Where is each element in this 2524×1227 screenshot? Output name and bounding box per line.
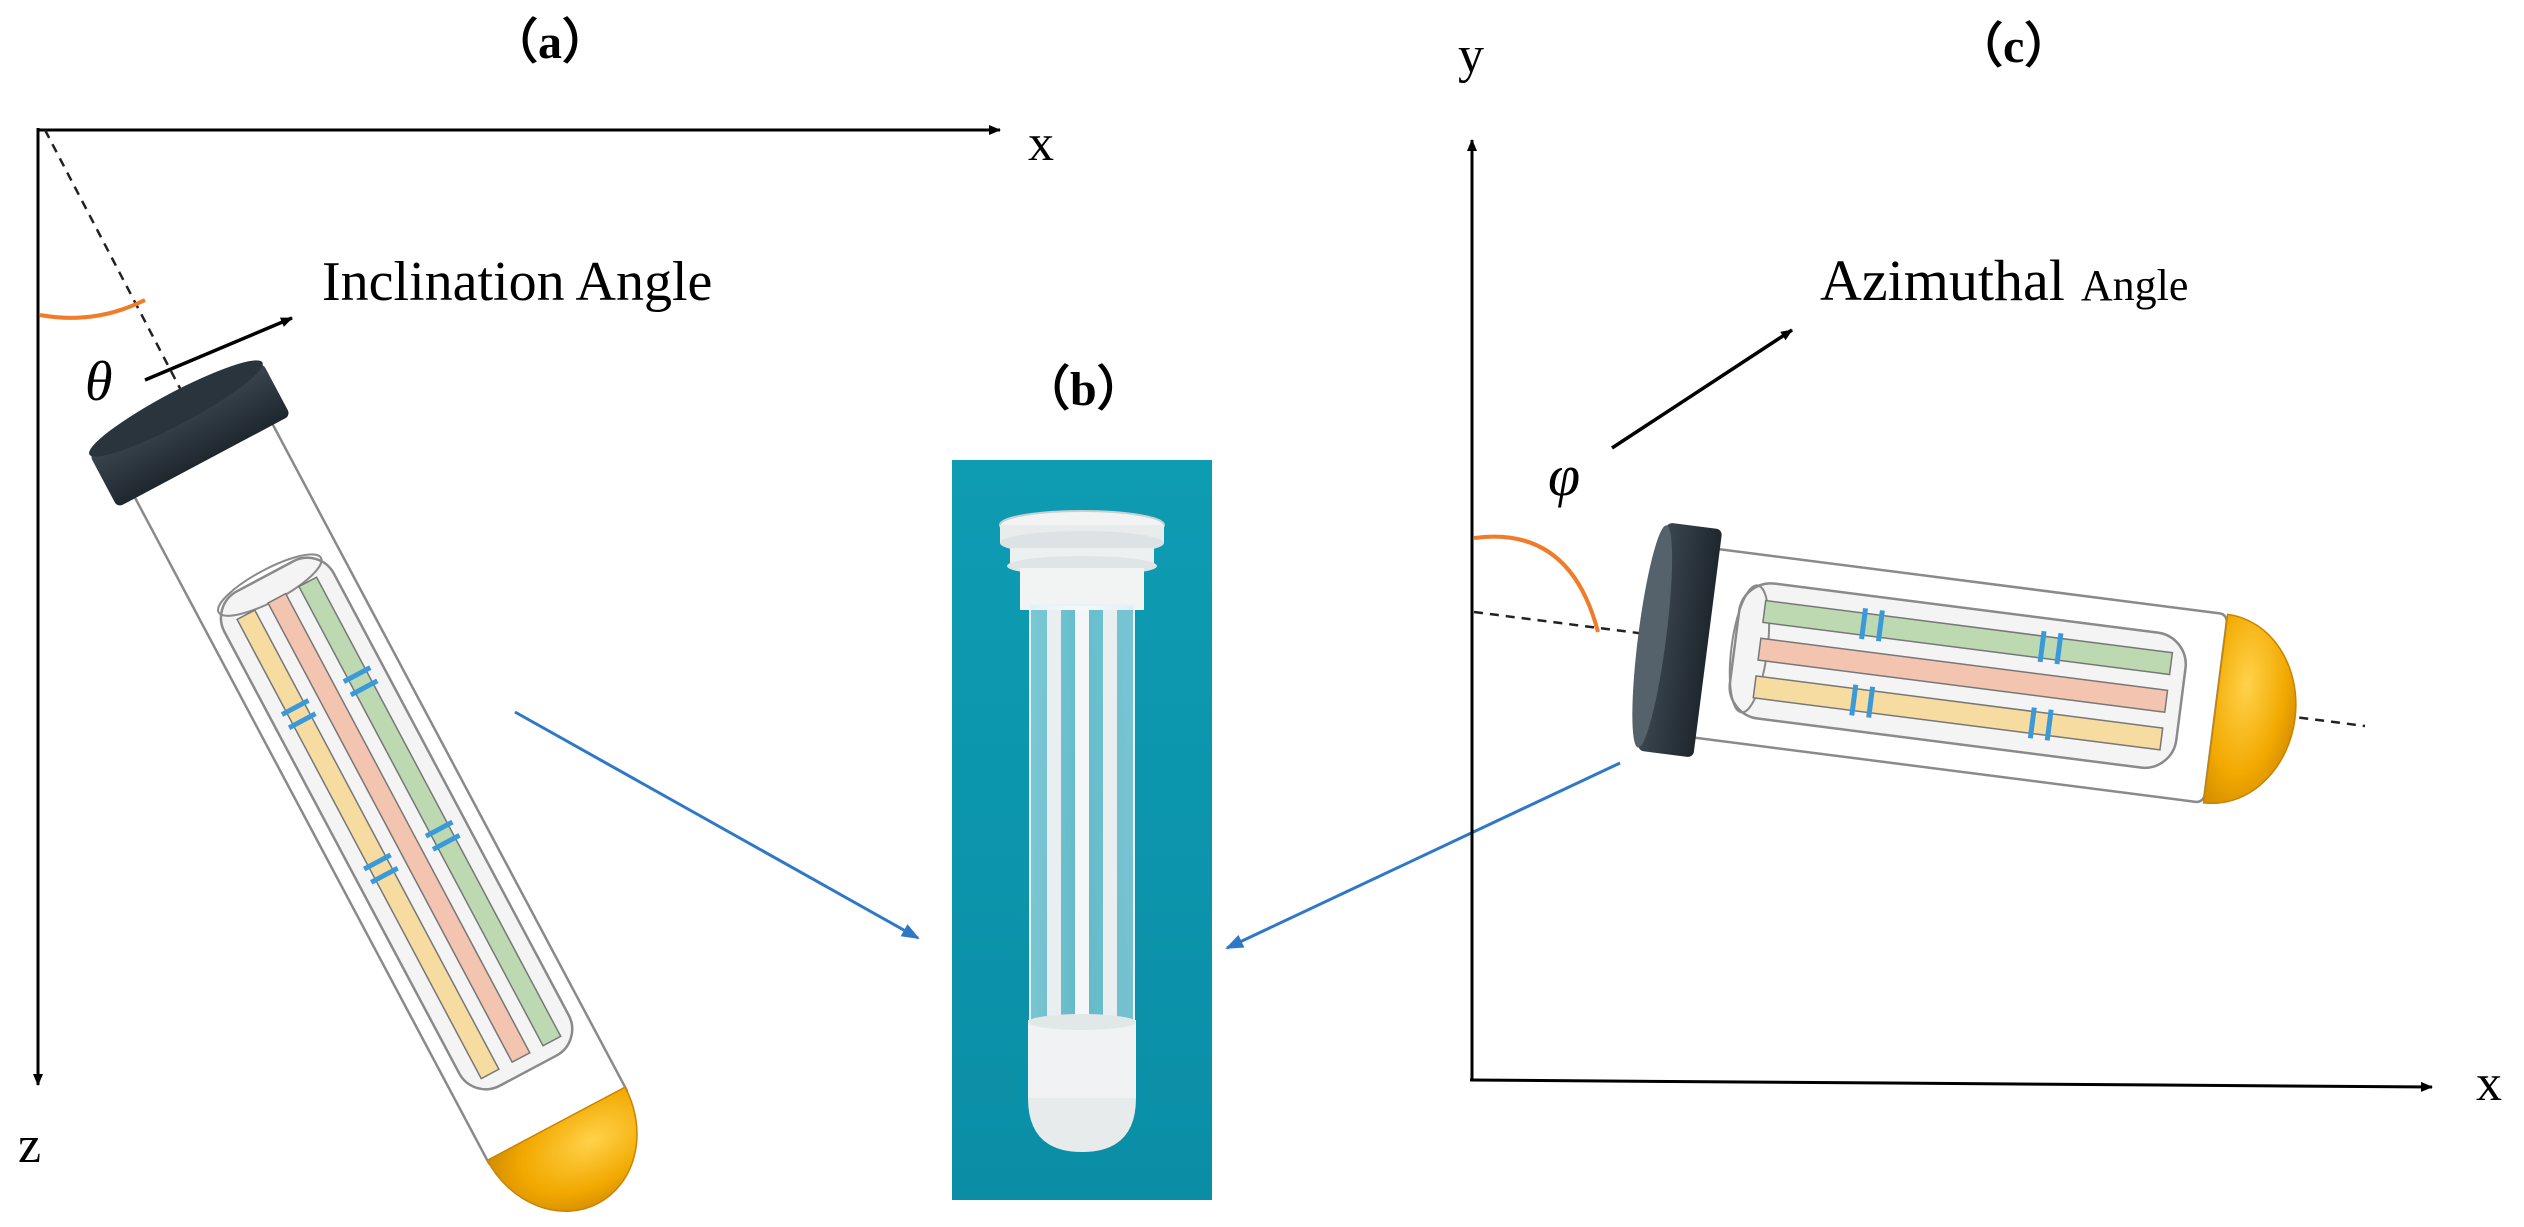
panel-c-phi-symbol: φ: [1548, 443, 1580, 508]
panel-b: （b）: [952, 363, 1212, 1200]
panel-a-probe-cap: [91, 364, 289, 506]
panel-a-z-label: z: [18, 1117, 41, 1174]
panel-c-cap-face: [1632, 525, 1673, 748]
panel-c-probe-tip: [2202, 613, 2297, 805]
panel-c-probe: [1632, 523, 2297, 805]
panel-b-label: （b）: [1022, 363, 1145, 416]
panel-a-x-label: x: [1028, 115, 1054, 172]
panel-b-bottom-body: [1028, 1020, 1136, 1098]
panel-c: （c） y x φ Azimuthal Angle: [1458, 20, 2502, 1112]
panel-a-probe-tip: [486, 1086, 638, 1212]
panel-a-cap-face: [89, 360, 263, 457]
panel-a-rod-pink: [267, 592, 531, 1064]
panel-c-angle-caption-small: Angle: [2081, 261, 2189, 310]
panel-a-probe: [89, 360, 638, 1212]
panel-b-rod-2: [1075, 610, 1089, 1020]
panel-c-angle-caption-main: Azimuthal: [1820, 248, 2065, 313]
panel-c-angle-arc: [1473, 534, 1600, 633]
panel-c-ring-group: [1849, 607, 2064, 741]
panel-c-rod-pink: [1757, 637, 2169, 714]
panel-a-theta-symbol: θ: [85, 351, 113, 413]
pointer-arrow-from-a: [514, 710, 920, 940]
panel-b-bottom-tip: [1028, 1098, 1136, 1152]
panel-a-rod-yellow: [236, 609, 500, 1080]
panel-c-angle-caption: Azimuthal Angle: [1820, 248, 2188, 313]
panel-a-angle-arc: [39, 298, 146, 320]
panel-c-x-label: x: [2476, 1055, 2502, 1112]
panel-b-rod-1: [1047, 610, 1061, 1020]
panel-c-x-axis: [1469, 1078, 2433, 1092]
panel-a-direction-arrow: [144, 316, 293, 382]
panel-c-label: （c）: [1955, 20, 2072, 73]
panel-c-y-label: y: [1458, 27, 1484, 84]
panel-a-label: （a）: [490, 16, 610, 69]
panel-a-angle-caption: Inclination Angle: [322, 251, 712, 313]
pointer-arrow-from-c: [1225, 761, 1621, 950]
panel-c-direction-arrow: [1611, 328, 1793, 450]
panel-b-bottom-ring: [1028, 1014, 1136, 1030]
panel-b-rod-3: [1103, 610, 1117, 1020]
panel-b-neck: [1020, 568, 1144, 610]
panel-a-rod-green: [297, 576, 562, 1047]
panel-c-probe-cap: [1638, 523, 1722, 757]
panel-a: （a） x z θ Inclination Angle: [18, 16, 1054, 1212]
panel-a-ring-group: [280, 665, 461, 885]
